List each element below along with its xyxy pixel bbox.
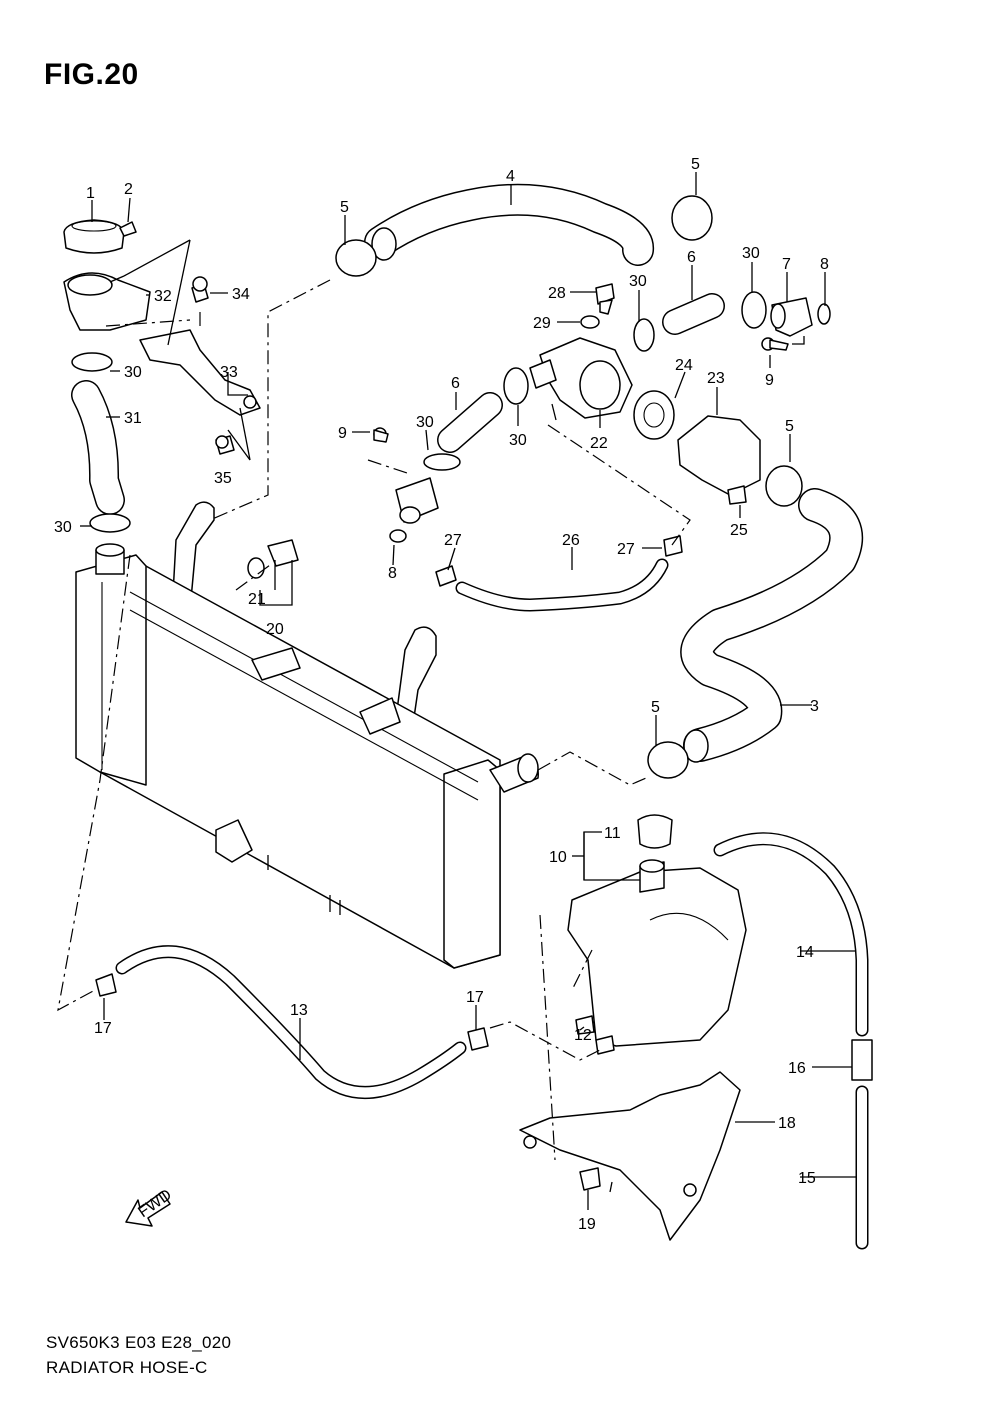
callout-30: 30	[629, 273, 647, 290]
callout-2: 2	[124, 181, 133, 198]
callout-14: 14	[796, 944, 814, 961]
callout-10: 10	[549, 849, 567, 866]
callout-18: 18	[778, 1115, 796, 1132]
callout-30: 30	[509, 432, 527, 449]
callout-13: 13	[290, 1002, 308, 1019]
callout-9: 9	[765, 372, 774, 389]
callout-16: 16	[788, 1060, 806, 1077]
callout-25: 25	[730, 522, 748, 539]
callout-17: 17	[94, 1020, 112, 1037]
callout-12: 12	[574, 1027, 592, 1044]
callout-5: 5	[340, 199, 349, 216]
callout-27: 27	[617, 541, 635, 558]
callout-30: 30	[54, 519, 72, 536]
callout-24: 24	[675, 357, 693, 374]
callout-8: 8	[388, 565, 397, 582]
callout-1: 1	[86, 185, 95, 202]
callout-23: 23	[707, 370, 725, 387]
radiator-cap-part	[63, 219, 125, 254]
callout-9: 9	[338, 425, 347, 442]
callout-27: 27	[444, 532, 462, 549]
reservoir-tank-part	[567, 859, 747, 1047]
callout-28: 28	[548, 285, 566, 302]
callout-30: 30	[124, 364, 142, 381]
callout-29: 29	[533, 315, 551, 332]
callout-30: 30	[416, 414, 434, 431]
callout-15: 15	[798, 1170, 816, 1187]
callout-6: 6	[687, 249, 696, 266]
radiator-assembly	[75, 501, 539, 969]
callout-4: 4	[506, 168, 515, 185]
model-code: SV650K3 E03 E28_020	[46, 1333, 232, 1352]
callout-19: 19	[578, 1216, 596, 1233]
callout-7: 7	[782, 256, 791, 273]
callout-8: 8	[820, 256, 829, 273]
callout-5: 5	[691, 156, 700, 173]
callout-32: 32	[154, 288, 172, 305]
callout-30: 30	[742, 245, 760, 262]
callout-21: 21	[248, 591, 266, 608]
callout-33: 33	[220, 364, 238, 381]
callout-17: 17	[466, 989, 484, 1006]
callout-5: 5	[651, 699, 660, 716]
callout-3: 3	[810, 698, 819, 715]
callout-20: 20	[266, 621, 284, 638]
callout-34: 34	[232, 286, 250, 303]
callout-11: 11	[604, 825, 621, 842]
callout-26: 26	[562, 532, 580, 549]
callout-31: 31	[124, 410, 142, 427]
fwd-label: FWD	[135, 1186, 175, 1221]
figure-title: FIG.20	[44, 58, 139, 91]
callout-35: 35	[214, 470, 232, 487]
figure-name: RADIATOR HOSE-C	[46, 1358, 208, 1377]
callout-22: 22	[590, 435, 608, 452]
forward-direction-arrow: FWD	[125, 1186, 175, 1227]
callout-6: 6	[451, 375, 460, 392]
callout-5: 5	[785, 418, 794, 435]
